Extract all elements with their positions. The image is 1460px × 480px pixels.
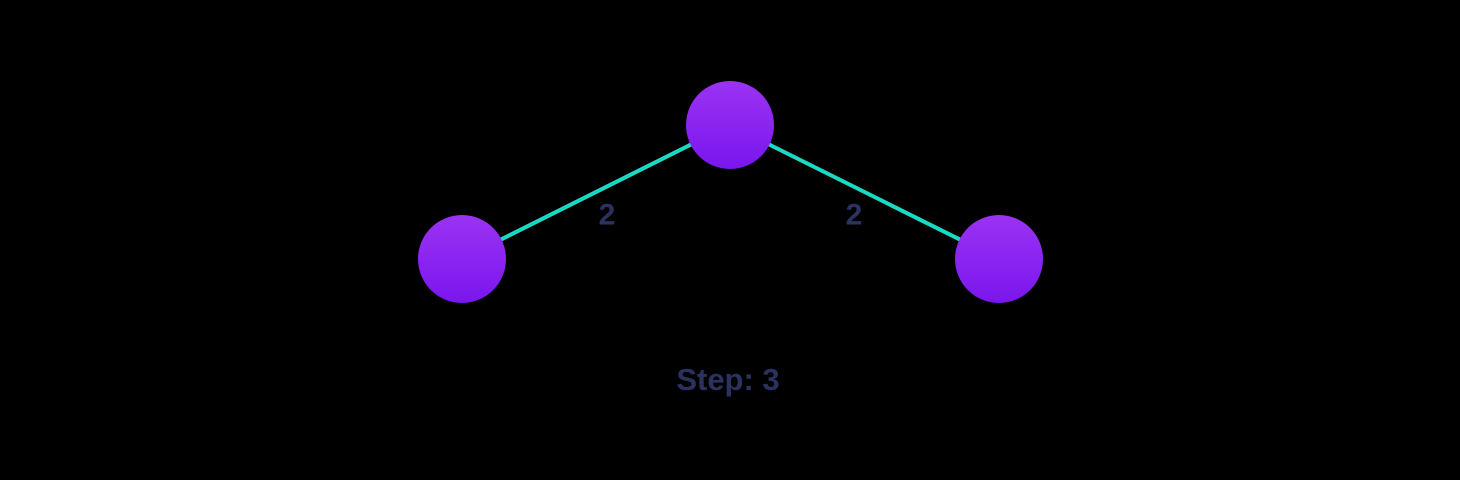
graph-node <box>686 81 774 169</box>
edge-weight-label: 2 <box>599 199 616 232</box>
graph-node <box>418 215 506 303</box>
graph-edge <box>728 123 1001 261</box>
node-layer <box>418 81 1043 303</box>
step-counter: Step: 3 <box>676 362 780 397</box>
graph-edge <box>460 123 732 261</box>
graph-node <box>955 215 1043 303</box>
edge-layer <box>460 123 1001 261</box>
edge-weight-label: 2 <box>846 199 863 232</box>
